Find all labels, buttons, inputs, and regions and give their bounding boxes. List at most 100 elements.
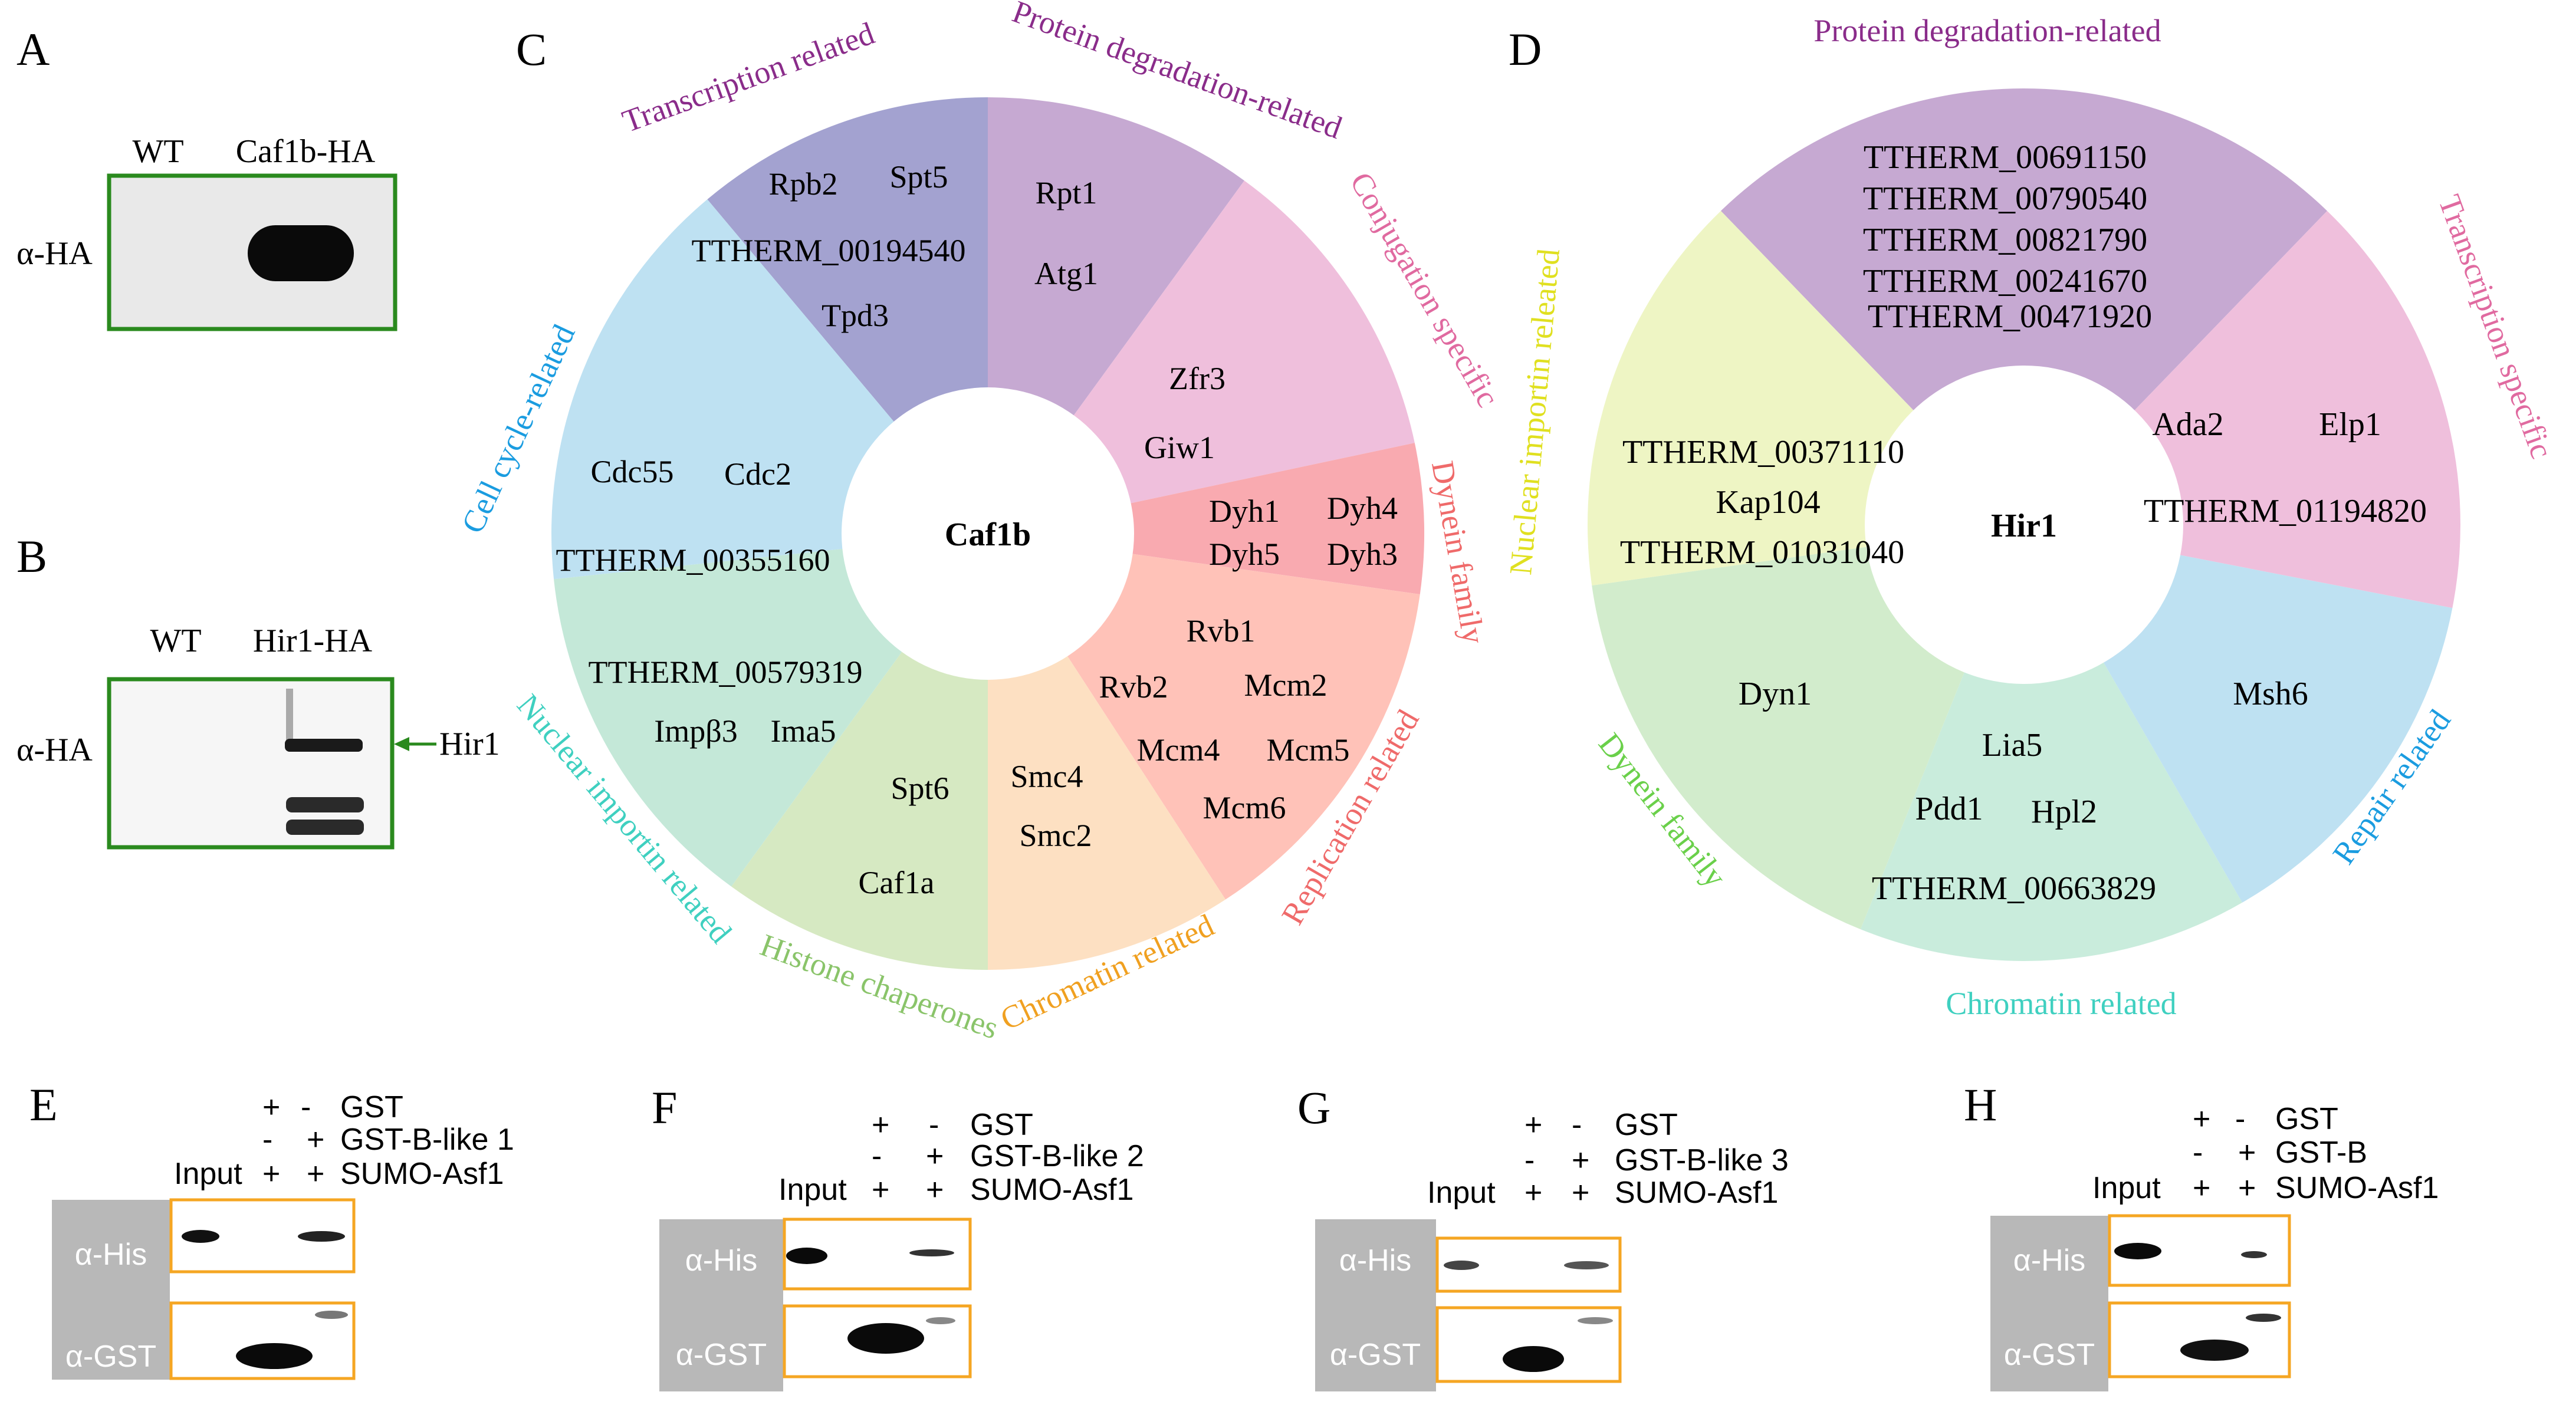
panel-letter-c: C <box>516 24 547 75</box>
band-gst-f <box>847 1323 924 1354</box>
item-spt5: Spt5 <box>889 159 948 195</box>
item-ttherm-00355160: TTHERM_00355160 <box>556 542 830 578</box>
plus-gstb-h: + <box>2238 1136 2256 1170</box>
item-atg1: Atg1 <box>1034 256 1098 291</box>
lane-label-caf1b-ha: Caf1b-HA <box>236 133 376 170</box>
band-gstb-h <box>2246 1314 2281 1322</box>
plus-asf1-lane3-h: + <box>2238 1171 2256 1205</box>
panel-g: G + - GST - + GST-B-like 3 Input + + SUM… <box>1297 1082 1789 1391</box>
plus-gst-e: + <box>262 1090 280 1124</box>
label-gst-e: GST <box>340 1090 403 1124</box>
plus-asf1-lane2-e: + <box>262 1157 280 1191</box>
plus-asf1-lane2-g: + <box>1524 1176 1542 1210</box>
caf1b-sector-4 <box>988 443 1424 594</box>
item-cdc2: Cdc2 <box>724 456 791 492</box>
item-ttherm-00471920: TTHERM_00471920 <box>1868 298 2152 335</box>
category-nuclear-importin-d: Nuclear importin releated <box>1503 247 1566 576</box>
item-ttherm-00241670: TTHERM_00241670 <box>1863 263 2147 300</box>
panel-letter-f: F <box>652 1082 677 1133</box>
hir1-sector-4 <box>1860 525 2242 962</box>
label-input-h: Input <box>2092 1171 2161 1205</box>
plus-gstb-f: + <box>926 1139 944 1173</box>
label-sumo-asf1-e: SUMO-Asf1 <box>340 1157 504 1191</box>
category-chromatin-related-d: Chromatin related <box>1946 986 2176 1021</box>
minus-gst-g: - <box>1572 1108 1582 1142</box>
label-gst-b-like2: GST-B-like 2 <box>970 1139 1144 1173</box>
center-label-caf1b: Caf1b <box>945 516 1031 553</box>
category-dynein-family-c: Dynein family <box>1425 458 1492 646</box>
band-gstb-f <box>926 1317 955 1324</box>
item-ttherm-00194540: TTHERM_00194540 <box>692 233 966 268</box>
item-ttherm-00790540: TTHERM_00790540 <box>1863 180 2147 217</box>
row-label-anti-ha-a: α-HA <box>17 235 93 272</box>
label-gst-g: GST <box>1615 1108 1678 1142</box>
label-gst-h: GST <box>2275 1102 2338 1136</box>
category-transcription-specific: Transcription specific <box>2432 190 2559 463</box>
minus-gstb-h: - <box>2193 1136 2203 1170</box>
lane-label-wt-a: WT <box>132 133 183 170</box>
label-gst-b-like1: GST-B-like 1 <box>340 1123 514 1157</box>
item-rpb2: Rpb2 <box>768 166 837 202</box>
label-anti-his-e: α-His <box>75 1238 147 1272</box>
item-caf1a: Caf1a <box>859 865 935 900</box>
plus-gst-f: + <box>872 1108 889 1142</box>
hir1-sector-1 <box>1720 88 2328 525</box>
grey-label-bg-e <box>52 1200 170 1380</box>
item-mcm5: Mcm5 <box>1267 732 1350 768</box>
item-impb3: Impβ3 <box>654 713 737 749</box>
band-caf1b-ha <box>248 225 354 281</box>
category-transcription-related-c: Transcription related <box>617 15 879 139</box>
plus-asf1-lane3-g: + <box>1572 1176 1589 1210</box>
minus-gst-f: - <box>929 1108 939 1142</box>
panel-letter-a: A <box>17 24 50 75</box>
item-giw1: Giw1 <box>1144 430 1215 465</box>
item-pdd1: Pdd1 <box>1915 791 1983 827</box>
item-msh6: Msh6 <box>2233 676 2308 712</box>
band-his-input-h <box>2114 1243 2161 1259</box>
panel-b: B WT Hir1-HA α-HA Hir1 <box>17 531 500 850</box>
item-ttherm-01194820: TTHERM_01194820 <box>2144 493 2427 529</box>
item-spt6: Spt6 <box>891 771 949 806</box>
panel-f: F + - GST - + GST-B-like 2 Input + + SUM… <box>652 1082 1144 1391</box>
grey-label-bg-f <box>659 1219 783 1391</box>
item-mcm6: Mcm6 <box>1203 790 1286 825</box>
label-sumo-asf1-h: SUMO-Asf1 <box>2275 1171 2439 1205</box>
panel-letter-d: D <box>1509 24 1542 75</box>
label-anti-his-f: α-His <box>685 1243 757 1278</box>
item-ttherm-00663829: TTHERM_00663829 <box>1872 870 2156 907</box>
band-his-input-e <box>182 1230 219 1243</box>
row-label-anti-ha-b: α-HA <box>17 732 93 768</box>
item-ttherm-00691150: TTHERM_00691150 <box>1864 139 2147 176</box>
panel-letter-e: E <box>29 1079 58 1130</box>
label-input-f: Input <box>778 1173 847 1207</box>
band-his-pulldown-h <box>2241 1251 2267 1258</box>
panel-letter-h: H <box>1964 1079 1997 1130</box>
label-anti-his-h: α-His <box>2013 1243 2085 1278</box>
label-anti-gst-h: α-GST <box>2004 1338 2095 1372</box>
plus-gst-h: + <box>2193 1102 2210 1136</box>
category-protein-degradation-d: Protein degradation-related <box>1813 13 2161 48</box>
item-dyh4: Dyh4 <box>1327 491 1398 526</box>
panel-c: C Caf1b Rpb2 Spt5 TTHERM_00194540 Tpd3 R… <box>455 0 1506 1046</box>
smear-hir1 <box>286 689 293 745</box>
band-his-pulldown-f <box>909 1249 954 1256</box>
band-his-input-g <box>1444 1261 1479 1270</box>
lane-label-hir1-ha: Hir1-HA <box>253 623 373 659</box>
item-dyh5: Dyh5 <box>1209 537 1280 572</box>
minus-gstb-f: - <box>872 1139 882 1173</box>
center-hole-c <box>842 387 1134 680</box>
panel-a: A WT Caf1b-HA α-HA <box>17 24 397 331</box>
item-lia5: Lia5 <box>1982 727 2043 764</box>
minus-gstb-e: - <box>262 1123 272 1157</box>
minus-gst-e: - <box>301 1090 311 1124</box>
band-lower-1 <box>286 797 364 812</box>
item-smc4: Smc4 <box>1010 759 1083 794</box>
panel-letter-b: B <box>17 531 47 582</box>
plus-gstb-g: + <box>1572 1143 1589 1177</box>
band-gst-h <box>2180 1340 2249 1361</box>
plus-asf1-lane3-f: + <box>926 1173 944 1207</box>
item-dyh1: Dyh1 <box>1209 493 1280 529</box>
label-anti-gst-g: α-GST <box>1330 1338 1421 1372</box>
panel-d: D Hir1 TTHERM_00691150 TTHERM_00790540 T… <box>1503 13 2560 1021</box>
arrow-label-hir1: Hir1 <box>439 726 500 762</box>
